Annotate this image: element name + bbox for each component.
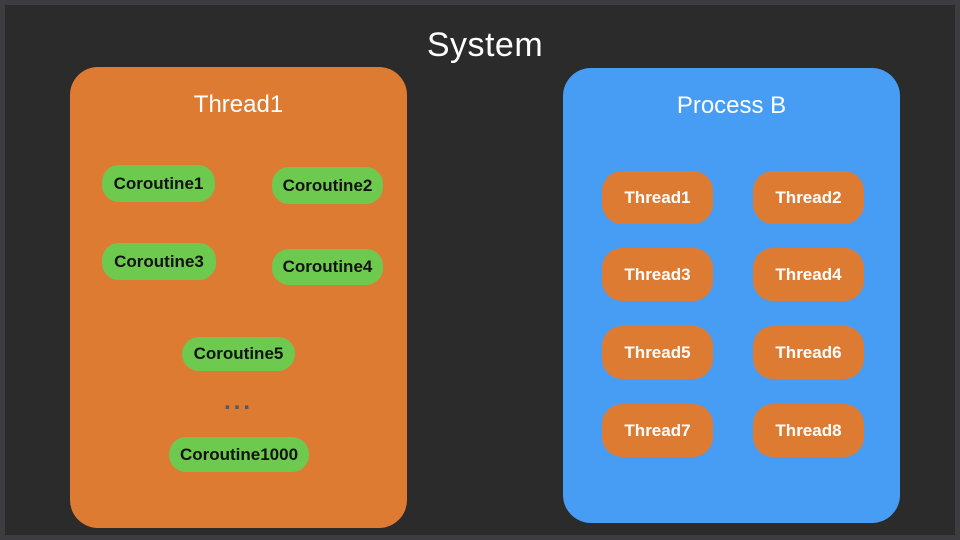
coroutine-node: Coroutine1000 (169, 437, 309, 472)
coroutine-node: Coroutine4 (272, 249, 383, 285)
thread-node: Thread7 (602, 404, 713, 457)
coroutine-node: Coroutine2 (272, 167, 383, 204)
process-b-container: Process B Thread1 Thread2 Thread3 Thread… (563, 68, 900, 523)
ellipsis: ... (223, 388, 253, 415)
process-b-container-title: Process B (676, 92, 787, 119)
thread1-container: Thread1 Coroutine1 Coroutine2 Coroutine3… (70, 67, 407, 528)
coroutine-node: Coroutine3 (102, 243, 216, 280)
thread-node: Thread4 (753, 248, 864, 301)
thread-node: Thread1 (602, 171, 713, 224)
thread-node: Thread5 (602, 326, 713, 379)
thread-node: Thread3 (602, 248, 713, 301)
diagram-title: System (426, 26, 544, 64)
thread-node: Thread8 (753, 404, 864, 457)
thread1-container-title: Thread1 (193, 91, 284, 118)
thread-node: Thread6 (753, 326, 864, 379)
thread-node: Thread2 (753, 171, 864, 224)
coroutine-node: Coroutine1 (102, 165, 215, 202)
coroutine-node: Coroutine5 (182, 337, 295, 371)
